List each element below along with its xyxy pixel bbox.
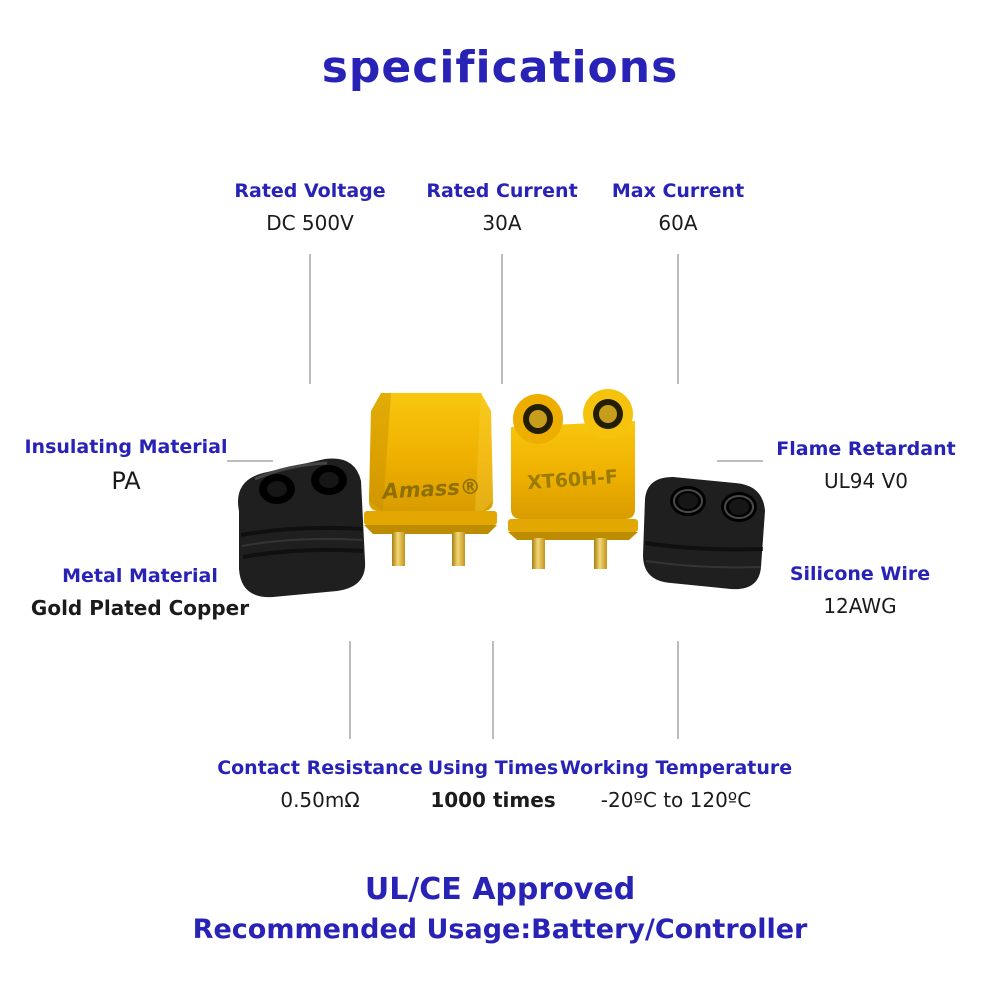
- spec-value: 0.50mΩ: [280, 788, 360, 812]
- spec-label: Max Current: [611, 180, 745, 202]
- xt60-male-connector: Amass®: [364, 393, 497, 566]
- spec-silicone-wire: Silicone Wire 12AWG: [790, 563, 930, 618]
- brand-marking: Amass®: [380, 474, 481, 503]
- spec-rated-voltage: Rated Voltage DC 500V: [234, 180, 385, 235]
- spec-label: Metal Material: [62, 565, 218, 587]
- leader-line-bottom-1: [349, 641, 351, 739]
- spec-label: Rated Voltage: [234, 180, 386, 202]
- leader-line-top-2: [501, 254, 503, 384]
- spec-label: Working Temperature: [559, 757, 793, 779]
- approval-text: UL/CE Approved: [364, 872, 636, 907]
- spec-metal-material: Metal Material Gold Plated Copper: [31, 565, 249, 620]
- product-photo: Amass® XT60H-F: [238, 389, 765, 598]
- leader-line-bottom-2: [492, 641, 494, 739]
- spec-value: PA: [111, 467, 141, 495]
- leader-line-top-1: [309, 254, 311, 384]
- spec-working-temperature: Working Temperature -20ºC to 120ºC: [560, 757, 792, 812]
- spec-label: Insulating Material: [24, 436, 228, 458]
- leader-line-left: [227, 460, 273, 462]
- spec-value: -20ºC to 120ºC: [600, 788, 752, 812]
- spec-contact-resistance: Contact Resistance 0.50mΩ: [217, 757, 423, 812]
- recommended-usage-text: Recommended Usage:Battery/Controller: [192, 914, 808, 945]
- spec-max-current: Max Current 60A: [612, 180, 744, 235]
- spec-label: Using Times: [427, 757, 559, 779]
- black-end-cap-left: [238, 458, 366, 598]
- spec-value: Gold Plated Copper: [30, 596, 250, 620]
- spec-label: Flame Retardant: [776, 438, 956, 460]
- spec-value: 12AWG: [823, 594, 897, 618]
- spec-rated-current: Rated Current 30A: [426, 180, 577, 235]
- leader-line-bottom-3: [677, 641, 679, 739]
- leader-line-top-3: [677, 254, 679, 384]
- spec-value: 60A: [658, 211, 698, 235]
- spec-value: 30A: [482, 211, 522, 235]
- page-title: specifications: [321, 42, 679, 93]
- spec-value: DC 500V: [266, 211, 354, 235]
- spec-value: UL94 V0: [824, 469, 908, 493]
- spec-flame-retardant: Flame Retardant UL94 V0: [776, 438, 955, 493]
- spec-label: Rated Current: [426, 180, 578, 202]
- spec-label: Contact Resistance: [217, 757, 423, 779]
- spec-using-times: Using Times 1000 times: [428, 757, 558, 812]
- spec-label: Silicone Wire: [789, 563, 931, 585]
- spec-insulating-material: Insulating Material PA: [24, 436, 227, 495]
- leader-line-right: [717, 460, 763, 462]
- spec-value: 1000 times: [430, 788, 556, 812]
- black-end-cap-right: [643, 477, 765, 590]
- xt60-female-connector: XT60H-F: [508, 389, 638, 569]
